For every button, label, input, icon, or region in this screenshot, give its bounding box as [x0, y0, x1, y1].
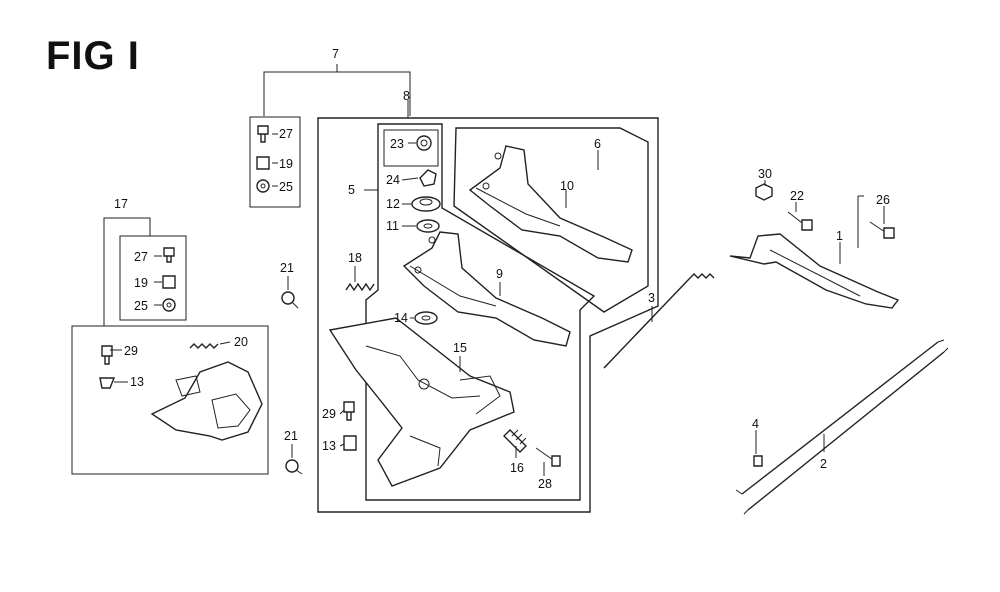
callout-3: 3	[648, 291, 655, 305]
callout-4: 4	[752, 417, 759, 431]
callout-28: 28	[538, 477, 552, 491]
bolt-22-icon	[787, 211, 813, 231]
lever-9-part	[402, 231, 571, 347]
control-bracket-part	[150, 361, 263, 441]
callout-17: 17	[114, 197, 128, 211]
callout-7: 7	[332, 47, 339, 61]
screw-29-icon	[101, 345, 113, 365]
group-17-bracket	[71, 217, 269, 475]
nut-23-icon	[416, 135, 432, 151]
callout-11: 11	[386, 219, 399, 233]
spring-16-icon	[503, 429, 527, 453]
callout-9: 9	[496, 267, 503, 281]
figure-title: FIG I	[46, 34, 140, 78]
callout-1: 1	[836, 229, 843, 243]
callout-21: 21	[280, 261, 294, 275]
callout-24: 24	[386, 173, 400, 187]
callout-16: 16	[510, 461, 524, 475]
callout-5: 5	[348, 183, 355, 197]
group-7-bracket	[249, 64, 411, 208]
callout-14: 14	[394, 311, 408, 325]
rod-2-part	[735, 339, 949, 515]
nut-24-icon	[419, 169, 437, 187]
nut-30-icon	[755, 183, 773, 201]
bolt-21-icon	[281, 291, 299, 309]
callout-25: 25	[134, 299, 148, 313]
callout-21: 21	[284, 429, 298, 443]
spring-20-icon	[189, 343, 219, 349]
callout-6: 6	[594, 137, 601, 151]
callout-29: 29	[124, 344, 138, 358]
callout-19: 19	[134, 276, 148, 290]
callout-30: 30	[758, 167, 772, 181]
washer-11-icon	[416, 219, 440, 233]
spring-18-icon	[345, 282, 375, 292]
nut-19-icon	[256, 156, 270, 170]
callout-10: 10	[560, 179, 574, 193]
callout-13: 13	[130, 375, 144, 389]
callout-13: 13	[322, 439, 336, 453]
callout-23: 23	[390, 137, 404, 151]
plate-15-part	[328, 317, 515, 487]
callout-26: 26	[876, 193, 890, 207]
bolt-26-box	[857, 195, 895, 248]
leader-lines	[110, 133, 885, 476]
washer-14-icon	[414, 311, 438, 325]
lever-10-part	[468, 145, 633, 263]
callout-12: 12	[386, 197, 400, 211]
callout-27: 27	[279, 127, 293, 141]
rod-3-part	[603, 273, 715, 369]
washer-25-icon	[162, 298, 176, 312]
callout-29: 29	[322, 407, 336, 421]
clip-13-icon	[343, 435, 357, 451]
callout-2: 2	[820, 457, 827, 471]
washer-12-icon	[411, 196, 441, 212]
callout-19: 19	[279, 157, 293, 171]
clip-13-icon	[99, 377, 116, 389]
washer-25-icon	[256, 179, 270, 193]
bolt-21-icon	[285, 459, 303, 475]
callout-20: 20	[234, 335, 248, 349]
bolt-27-icon	[163, 247, 175, 263]
callout-18: 18	[348, 251, 362, 265]
screw-29-icon	[343, 401, 355, 421]
group-8-frame	[317, 100, 659, 513]
callout-25: 25	[279, 180, 293, 194]
lever-1-part	[729, 233, 900, 309]
callout-8: 8	[403, 89, 410, 103]
bolt-28-icon	[535, 447, 561, 467]
callout-27: 27	[134, 250, 148, 264]
clip-4-icon	[753, 455, 763, 467]
nut-19-icon	[162, 275, 176, 289]
callout-15: 15	[453, 341, 467, 355]
bolt-27-icon	[257, 125, 269, 143]
callout-22: 22	[790, 189, 804, 203]
